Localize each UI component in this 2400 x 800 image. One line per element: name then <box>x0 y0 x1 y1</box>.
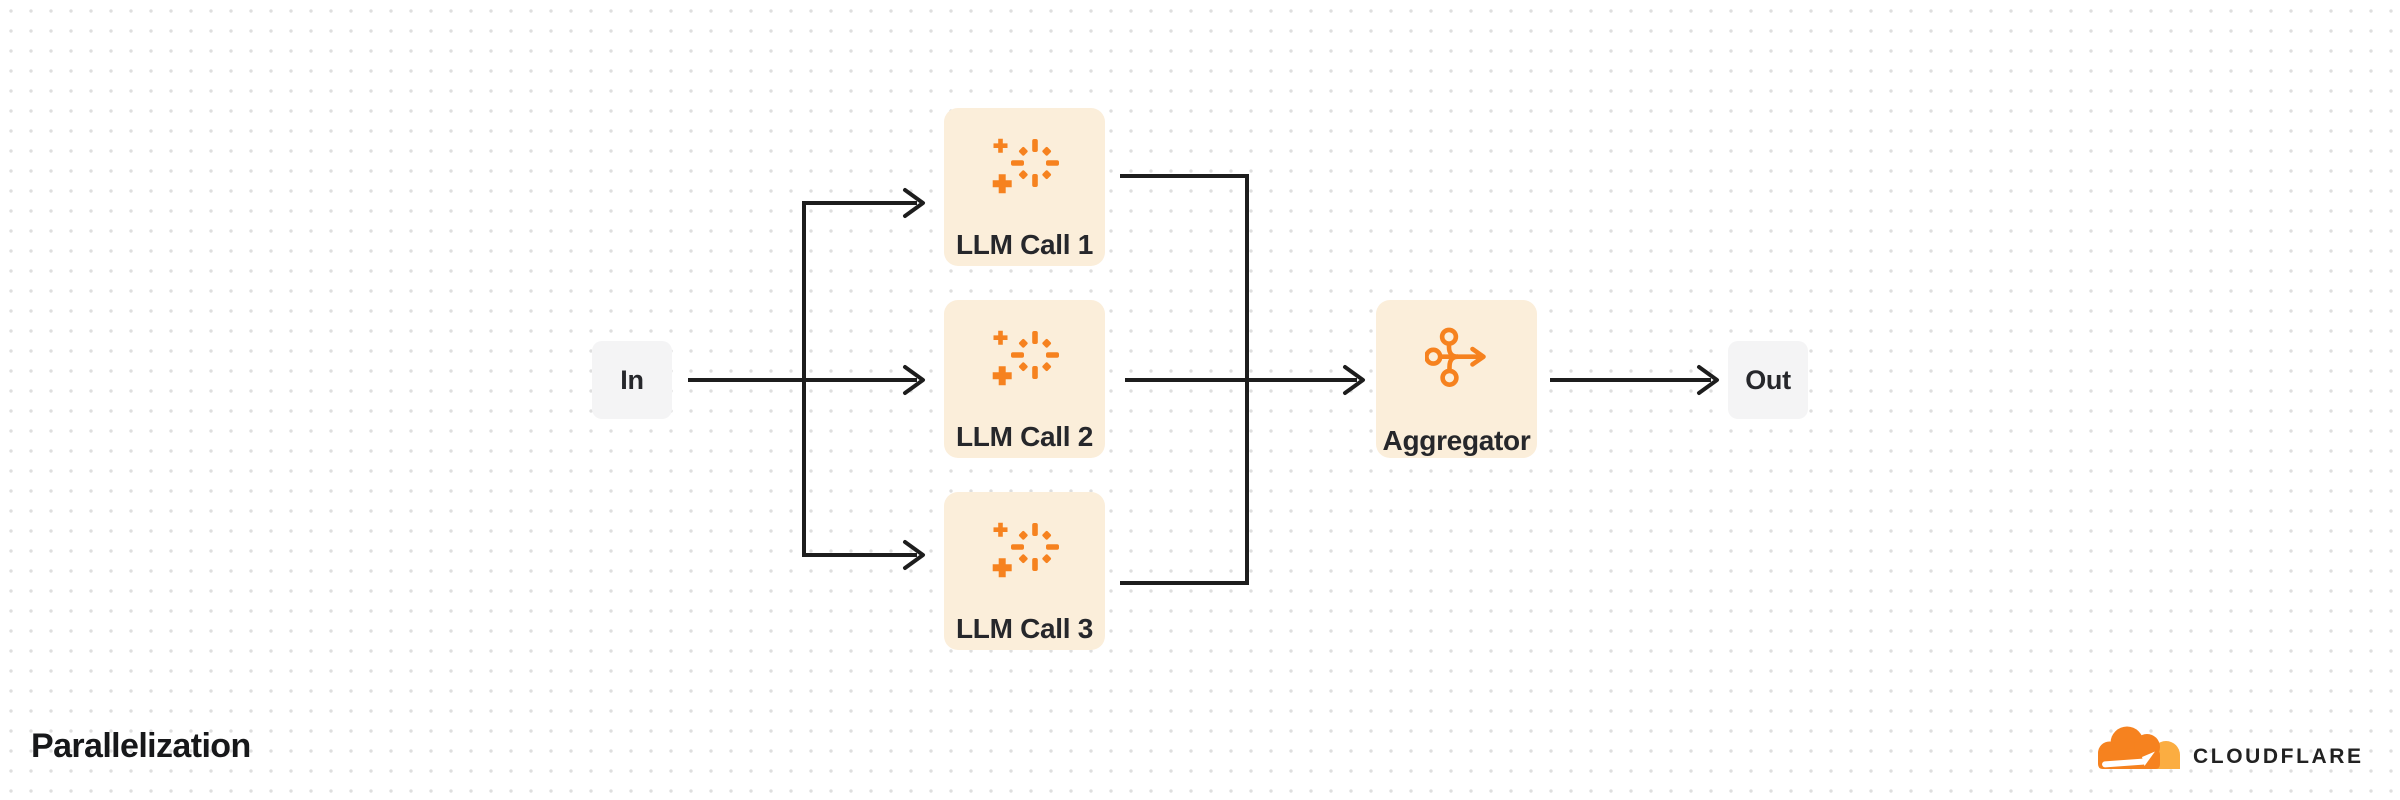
sparkle-icon <box>991 518 1059 583</box>
merge-arrow-icon <box>1423 326 1489 395</box>
page-title: Parallelization <box>31 727 251 765</box>
edge-in-llm3 <box>802 380 917 557</box>
node-aggregator: Aggregator <box>1376 300 1537 458</box>
arrowhead-llm3 <box>903 540 925 570</box>
arrowhead-out <box>1697 365 1719 395</box>
arrowhead-aggregator <box>1343 365 1365 395</box>
node-llm-call-3: LLM Call 3 <box>944 492 1105 650</box>
cloudflare-cloud-icon <box>2096 722 2184 775</box>
node-llm-call-2: LLM Call 2 <box>944 300 1105 458</box>
node-out: Out <box>1728 341 1808 419</box>
cloudflare-wordmark: CLOUDFLARE <box>2193 745 2364 768</box>
edge-in-llm1 <box>802 201 917 380</box>
node-aggregator-label: Aggregator <box>1382 425 1531 456</box>
cloudflare-logo: CLOUDFLARE <box>2096 722 2364 775</box>
sparkle-icon <box>991 326 1059 391</box>
arrowhead-llm1 <box>903 188 925 218</box>
sparkle-icon <box>991 134 1059 199</box>
node-llm-call-1: LLM Call 1 <box>944 108 1105 266</box>
node-out-label: Out <box>1745 364 1791 395</box>
node-in-label: In <box>620 364 644 395</box>
node-llm-call-1-label: LLM Call 1 <box>955 229 1093 260</box>
node-in: In <box>592 341 672 419</box>
arrowhead-llm2 <box>903 365 925 395</box>
node-llm-call-2-label: LLM Call 2 <box>955 421 1093 452</box>
node-llm-call-3-label: LLM Call 3 <box>955 613 1093 644</box>
